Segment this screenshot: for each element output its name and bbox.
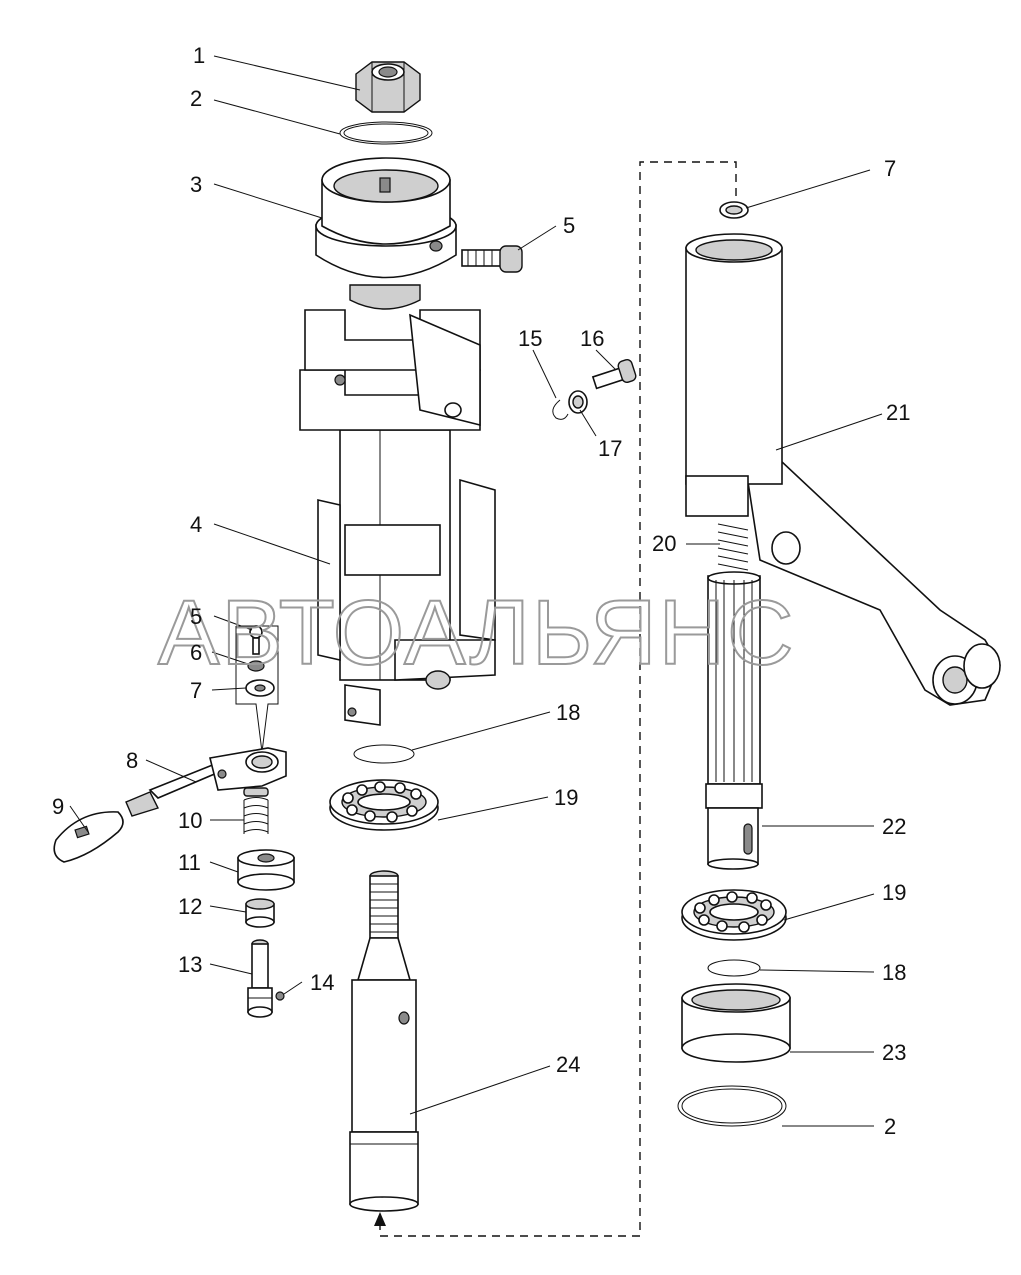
part-8-lever [125,747,287,817]
callout-1: 1 [193,43,205,68]
watermark-text: АВТОАЛЬЯНС [158,582,796,684]
callout-6: 6 [190,640,202,665]
part-1-nut [355,61,421,113]
callout-5-upper: 5 [563,213,575,238]
callout-13: 13 [178,952,202,977]
callout-18-left: 18 [556,700,580,725]
part-17-washer [568,390,588,414]
callout-15: 15 [518,326,542,351]
callout-9: 9 [52,794,64,819]
part-16-screw [591,358,637,390]
callout-12: 12 [178,894,202,919]
callout-24: 24 [556,1052,580,1077]
callout-16: 16 [580,326,604,351]
callout-22: 22 [882,814,906,839]
callout-14: 14 [310,970,334,995]
part-2-snap-ring-top [339,121,433,145]
group-bracket-567 [235,625,279,753]
callout-20: 20 [652,531,676,556]
callout-17: 17 [598,436,622,461]
callout-3: 3 [190,172,202,197]
callout-21: 21 [886,400,910,425]
callout-10: 10 [178,808,202,833]
part-3-housing-cup [315,157,457,310]
part-21-tube-arm [685,233,1001,706]
part-22-splined-shaft [705,571,763,870]
part-6-small-washer [247,660,265,672]
part-4-bracket-assembly [299,309,496,726]
part-13-pin [247,939,273,1018]
callout-2: 2 [190,86,202,111]
callout-8: 8 [126,748,138,773]
part-9-knob [53,811,124,863]
part-18-ring-right [707,959,761,977]
part-11-bushing [237,849,295,891]
callout-4: 4 [190,512,202,537]
callout-11: 11 [178,850,201,875]
leader-lines [69,55,883,1127]
part-2-snap-ring-bottom [677,1085,787,1127]
part-18-ring-left [353,744,415,764]
callout-18-right: 18 [882,960,906,985]
part-15-retaining-ring [552,399,569,420]
part-5-bolt-upper [461,245,523,273]
part-12-sleeve [245,898,275,928]
callout-23: 23 [882,1040,906,1065]
part-23-collar [681,983,791,1063]
callout-2-bottom: 2 [884,1114,896,1139]
part-19-bearing-right [681,889,787,941]
callout-7-left: 7 [190,678,202,703]
assembly-path-dashed [379,161,737,1237]
callout-labels: 1 2 3 5 4 7 15 16 17 21 20 5 6 7 18 8 9 … [52,43,910,1139]
callout-7-right: 7 [884,156,896,181]
callout-19-right: 19 [882,880,906,905]
part-20-spring [717,523,749,571]
callout-5-small: 5 [190,604,202,629]
part-14-ball [275,991,285,1001]
part-24-shaft [349,870,419,1212]
callout-19-left: 19 [554,785,578,810]
part-10-spring [243,787,269,834]
part-19-bearing-left [329,779,439,831]
part-7-ring-right [719,201,749,219]
assembly-path-arrow [374,1212,386,1226]
